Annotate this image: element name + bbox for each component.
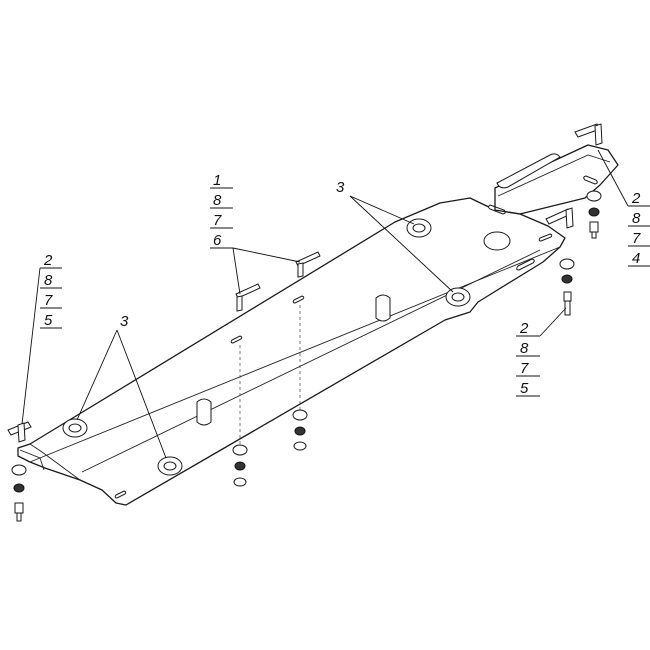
plate-front-lip — [19, 449, 45, 471]
callout-plate-upper-label: 3 — [336, 179, 345, 196]
callout-left-2: 8 — [44, 272, 53, 289]
callout-left-3: 7 — [44, 292, 53, 309]
callout-right-1: 2 — [519, 320, 529, 337]
bracket-slot — [583, 175, 598, 185]
clip-center-lower — [235, 283, 261, 312]
clip-left — [7, 421, 32, 443]
plate-fold-edge — [29, 443, 81, 481]
bracket-ridge — [496, 153, 561, 189]
clip-right — [545, 207, 574, 229]
slot-right — [516, 258, 535, 271]
callout-top-right-1: 2 — [631, 190, 641, 207]
callout-top-center-1: 1 — [213, 172, 221, 189]
callout-plate-lower: 3 — [76, 313, 167, 459]
callout-plate-lower-label: 3 — [120, 313, 129, 330]
callout-top-center-4: 6 — [213, 232, 222, 249]
slot-center — [292, 295, 305, 304]
plate-outline — [17, 197, 566, 506]
slot-rear-edge — [538, 233, 553, 242]
callout-top-right-2: 8 — [632, 210, 641, 227]
callout-right-2: 8 — [520, 340, 529, 357]
slot-rear-corner — [114, 490, 127, 499]
bracket-outline — [494, 144, 619, 215]
callout-left: 2 8 7 5 — [21, 252, 62, 425]
nut-stack-left — [232, 444, 248, 487]
callout-left-1: 2 — [43, 252, 53, 269]
callout-left-4: 5 — [44, 312, 53, 329]
boss-center-left — [196, 398, 212, 426]
bolt-stack-left — [11, 464, 27, 522]
washer-lower-left — [157, 456, 183, 476]
bracket-inner-edge — [497, 154, 611, 197]
bolt-stack-right — [559, 258, 575, 316]
callout-right: 2 8 7 5 — [516, 307, 567, 397]
callout-top-center-3: 7 — [213, 212, 222, 229]
callout-top-center: 1 8 7 6 — [210, 172, 301, 295]
skid-plate — [17, 197, 566, 506]
callout-top-right-3: 7 — [632, 230, 641, 247]
callout-top-right: 2 8 7 4 — [597, 149, 650, 267]
nut-stack-center — [292, 409, 308, 451]
rear-bracket — [494, 144, 619, 215]
washer-upper-left — [62, 418, 88, 438]
callout-top-center-2: 8 — [213, 192, 222, 209]
slot-left — [230, 335, 243, 344]
bolt-stack-top-right — [586, 190, 602, 239]
slot-upper — [488, 204, 506, 215]
washer-lower-right — [445, 287, 471, 307]
callout-right-3: 7 — [520, 360, 529, 377]
round-hole — [483, 231, 511, 251]
boss-center-right — [375, 294, 391, 322]
callout-top-right-4: 4 — [632, 250, 640, 267]
clip-top-right — [574, 123, 603, 146]
callout-plate-upper: 3 — [336, 179, 454, 293]
clip-center-upper — [295, 251, 321, 278]
washer-upper-right — [406, 218, 432, 238]
callout-right-4: 5 — [520, 380, 529, 397]
plate-ridge-line — [81, 249, 541, 473]
